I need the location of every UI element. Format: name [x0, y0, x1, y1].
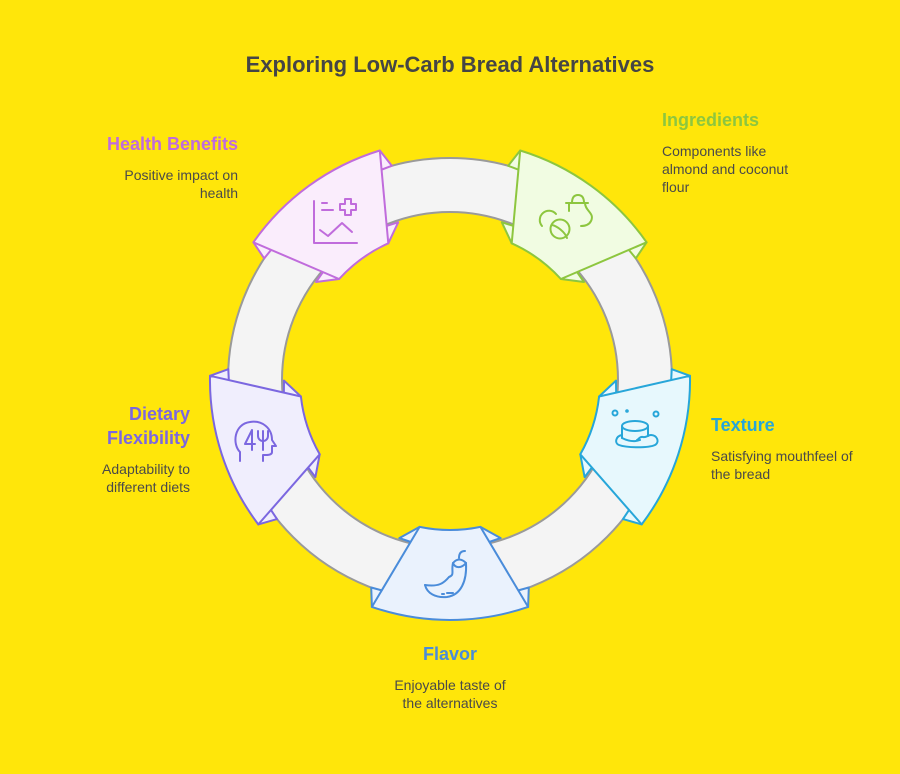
segment-title: Health Benefits: [106, 134, 238, 154]
segment-ingredients: Ingredients Components like almond and c…: [662, 108, 822, 196]
banner-texture: [579, 368, 692, 526]
segment-description: Enjoyable taste of the alternatives: [394, 677, 506, 711]
banner-face: [252, 149, 390, 280]
segment-title: Flavor: [422, 644, 478, 664]
health-chart-plus-icon: [313, 198, 358, 244]
banner-face: [510, 149, 648, 280]
segment-description: Adaptability to different diets: [102, 461, 190, 495]
banner-face: [208, 374, 321, 526]
banner-face: [579, 374, 692, 526]
soft-cake-icon: [611, 409, 660, 449]
banner-dietary-flexibility: [208, 368, 321, 526]
segment-banners: [208, 149, 692, 621]
segment-dietary-flexibility: Dietary Flexibility Adaptability to diff…: [70, 402, 190, 496]
segment-title: Texture: [711, 415, 775, 435]
head-with-fork-icon: [234, 420, 277, 462]
segment-description: Satisfying mouthfeel of the bread: [711, 448, 853, 482]
segment-description: Positive impact on health: [124, 167, 238, 201]
segment-icons: [234, 194, 660, 599]
segment-description: Components like almond and coconut flour: [662, 143, 789, 195]
diagram-title: Exploring Low-Carb Bread Alternatives: [245, 52, 655, 77]
segment-flavor: Flavor Enjoyable taste of the alternativ…: [370, 642, 530, 712]
segment-health-benefits: Health Benefits Positive impact on healt…: [58, 132, 238, 202]
chili-pepper-icon: [424, 550, 468, 599]
nuts-and-flour-jar-icon: [538, 194, 593, 240]
banner-flavor: [370, 525, 530, 621]
segment-title: Ingredients: [662, 110, 760, 130]
banner-face: [370, 525, 530, 621]
segment-texture: Texture Satisfying mouthfeel of the brea…: [711, 413, 871, 483]
banner-health-benefits: [252, 149, 400, 283]
banner-ingredients: [500, 149, 648, 283]
segment-title: Dietary Flexibility: [106, 404, 190, 448]
